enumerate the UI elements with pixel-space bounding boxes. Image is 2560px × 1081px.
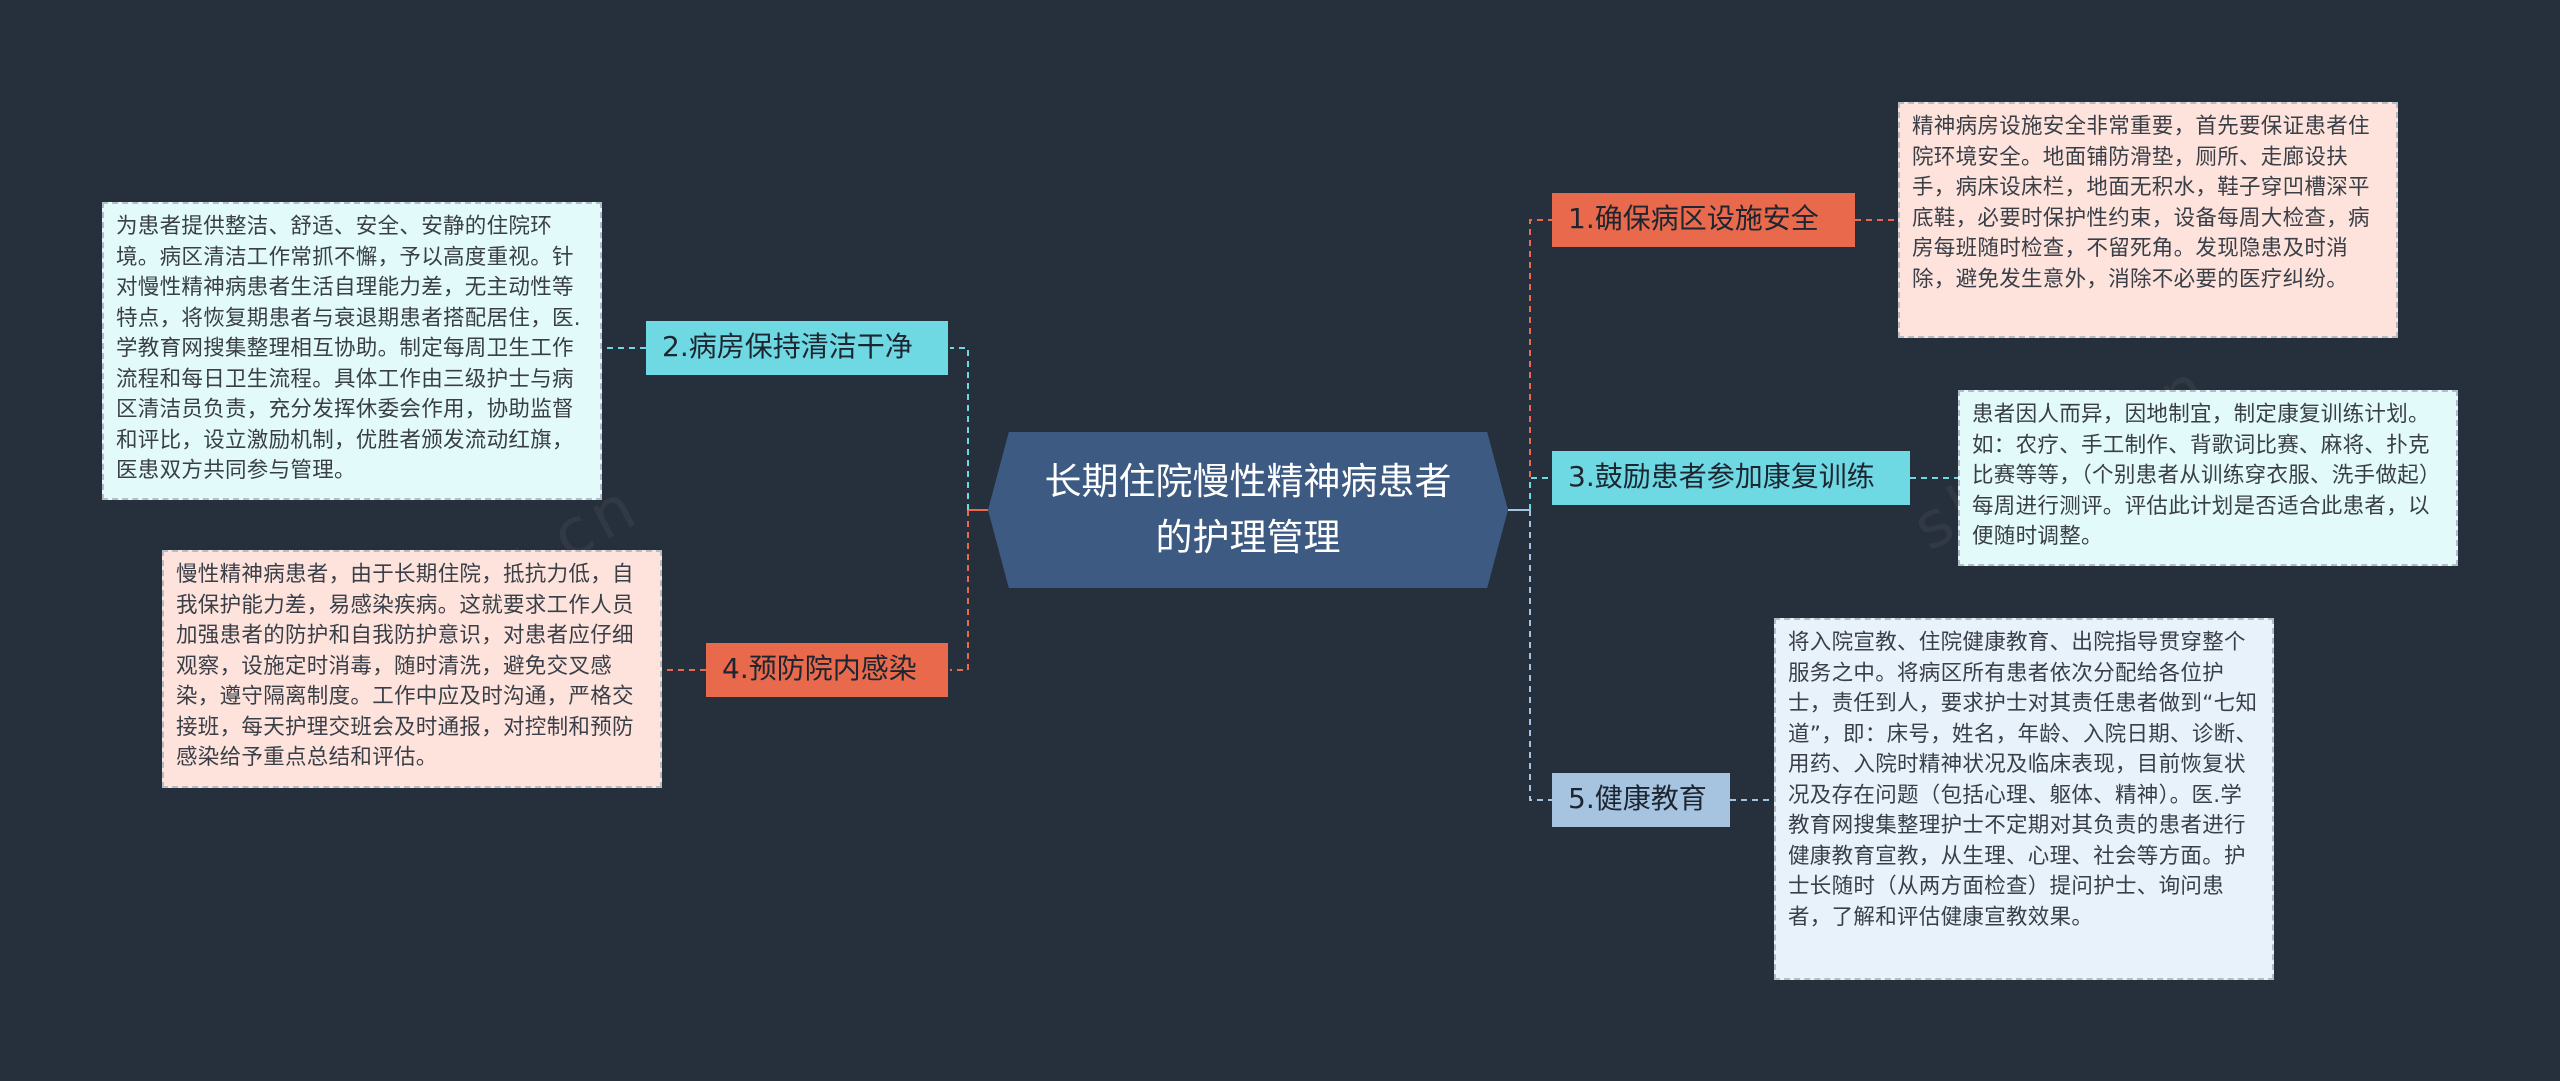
leaf-2-text: 为患者提供整洁、舒适、安全、安静的住院环境。病区清洁工作常抓不懈，予以高度重视。… [116, 214, 581, 483]
leaf-4-text: 慢性精神病患者，由于长期住院，抵抗力低，自我保护能力差，易感染疾病。这就要求工作… [176, 562, 634, 770]
branch-2-label: 2.病房保持清洁干净 [662, 330, 913, 363]
central-topic[interactable]: 长期住院慢性精神病患者的护理管理 [988, 432, 1508, 588]
connector-line-branch-4 [950, 510, 969, 671]
branch-3[interactable]: 3.鼓励患者参加康复训练 [1552, 451, 1910, 505]
connector-line-branch-1 [1529, 219, 1552, 510]
leaf-3-text: 患者因人而异，因地制宜，制定康复训练计划。如：农疗、手工制作、背歌词比赛、麻将、… [1972, 402, 2441, 549]
leaf-3[interactable]: 患者因人而异，因地制宜，制定康复训练计划。如：农疗、手工制作、背歌词比赛、麻将、… [1958, 390, 2458, 566]
leaf-2[interactable]: 为患者提供整洁、舒适、安全、安静的住院环境。病区清洁工作常抓不懈，予以高度重视。… [102, 202, 602, 500]
connector-line-branch-3 [1529, 477, 1552, 510]
branch-5-label: 5.健康教育 [1568, 782, 1707, 815]
leaf-5-text: 将入院宣教、住院健康教育、出院指导贯穿整个服务之中。将病区所有患者依次分配给各位… [1788, 630, 2258, 930]
leaf-1-text: 精神病房设施安全非常重要，首先要保证患者住院环境安全。地面铺防滑垫，厕所、走廊设… [1912, 114, 2370, 292]
branch-2[interactable]: 2.病房保持清洁干净 [646, 321, 948, 375]
branch-1-label: 1.确保病区设施安全 [1568, 202, 1819, 235]
central-topic-label: 长期住院慢性精神病患者的护理管理 [1044, 460, 1452, 559]
leaf-1[interactable]: 精神病房设施安全非常重要，首先要保证患者住院环境安全。地面铺防滑垫，厕所、走廊设… [1898, 102, 2398, 338]
leaf-4[interactable]: 慢性精神病患者，由于长期住院，抵抗力低，自我保护能力差，易感染疾病。这就要求工作… [162, 550, 662, 788]
leaf-5[interactable]: 将入院宣教、住院健康教育、出院指导贯穿整个服务之中。将病区所有患者依次分配给各位… [1774, 618, 2274, 980]
connector-line-branch-2 [950, 347, 969, 510]
branch-5[interactable]: 5.健康教育 [1552, 773, 1730, 827]
connector-line-branch-5 [1529, 510, 1552, 801]
branch-3-label: 3.鼓励患者参加康复训练 [1568, 460, 1875, 493]
branch-4[interactable]: 4.预防院内感染 [706, 643, 948, 697]
branch-4-label: 4.预防院内感染 [722, 652, 917, 685]
branch-1[interactable]: 1.确保病区设施安全 [1552, 193, 1855, 247]
